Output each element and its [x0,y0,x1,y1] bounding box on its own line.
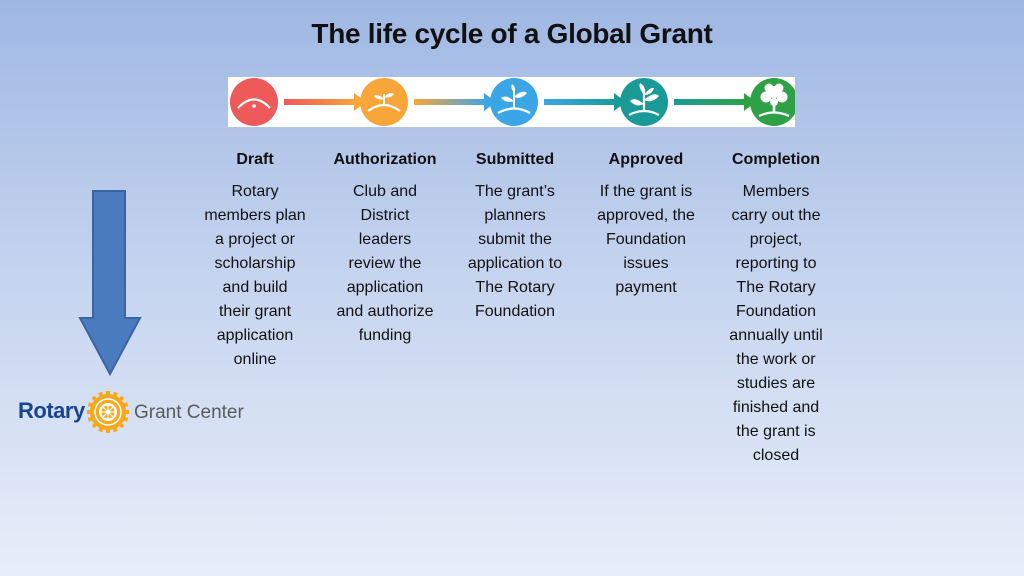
description-line: Foundation [605,231,687,248]
sprout-icon [360,78,408,126]
description-line: their grant [218,303,292,320]
stage-submitted: Submitted The grant’s planners submit the a… [450,148,580,324]
young-plant-icon [620,78,668,126]
page-title: The life cycle of a Global Grant [311,18,713,49]
description-line: The Rotary [475,279,555,296]
stage-description: The grant’s planners submit the application… [450,180,580,324]
stage-description: Members carry out the project, reporting to… [711,180,841,468]
progress-strip-graphic [230,78,795,126]
stage-name: Draft [236,151,274,168]
description-line: and authorize [336,303,434,320]
description-line: members plan [204,207,306,224]
logo-wordmark: Rotary [18,398,85,423]
description-line: issues [623,255,669,272]
description-line: application [346,279,424,296]
description-line: Foundation [735,303,817,320]
description-line: approved, the [597,207,695,224]
tree-icon [750,78,795,126]
description-line: project, [749,231,803,248]
stage-name: Approved [608,151,684,168]
description-line: The Rotary [736,279,816,296]
seed-sprout-icon [230,78,278,126]
connector-arrow-4 [674,93,756,111]
connector-arrow-3 [544,93,626,111]
stage-completion: Completion Members carry out the project, r… [711,148,841,468]
description-line: and build [222,279,288,296]
description-line: The grant’s [475,183,555,200]
description-line: scholarship [214,255,296,272]
description-line: leaders [358,231,412,248]
stage-name: Completion [732,151,820,168]
description-line: District [360,207,410,224]
description-line: application [216,327,294,344]
stage-name: Authorization [333,151,437,168]
description-line: reporting to [735,255,817,272]
progress-strip [228,77,795,127]
description-line: Foundation [474,303,556,320]
description-line: planners [484,207,546,224]
description-line: Club and [352,183,418,200]
description-line: the grant is [736,423,816,440]
stage-description: Rotary members plan a project or scholarshi… [190,180,320,372]
stage-name: Submitted [475,151,555,168]
description-line: annually until [729,327,823,344]
connector-arrow-1 [284,93,366,111]
description-line: payment [615,279,677,296]
description-line: closed [752,447,800,464]
down-arrow-icon [78,190,142,376]
description-line: If the grant is [599,183,693,200]
description-line: the work or [736,351,816,368]
description-line: studies are [736,375,816,392]
description-line: Members [742,183,810,200]
rotary-wheel-icon [87,391,129,433]
description-line: submit the [478,231,552,248]
stage-draft: Draft Rotary members plan a project or scho… [190,148,320,372]
description-line: online [233,351,277,368]
description-line: a project or [214,231,296,248]
logo-subtitle: Grant Center [134,402,244,423]
description-line: review the [348,255,422,272]
description-line: carry out the [731,207,821,224]
connector-arrow-2 [414,93,496,111]
description-line: Rotary [231,183,279,200]
description-line: finished and [732,399,820,416]
description-line: application to [467,255,563,272]
description-line: funding [358,327,412,344]
seedling-icon [490,78,538,126]
